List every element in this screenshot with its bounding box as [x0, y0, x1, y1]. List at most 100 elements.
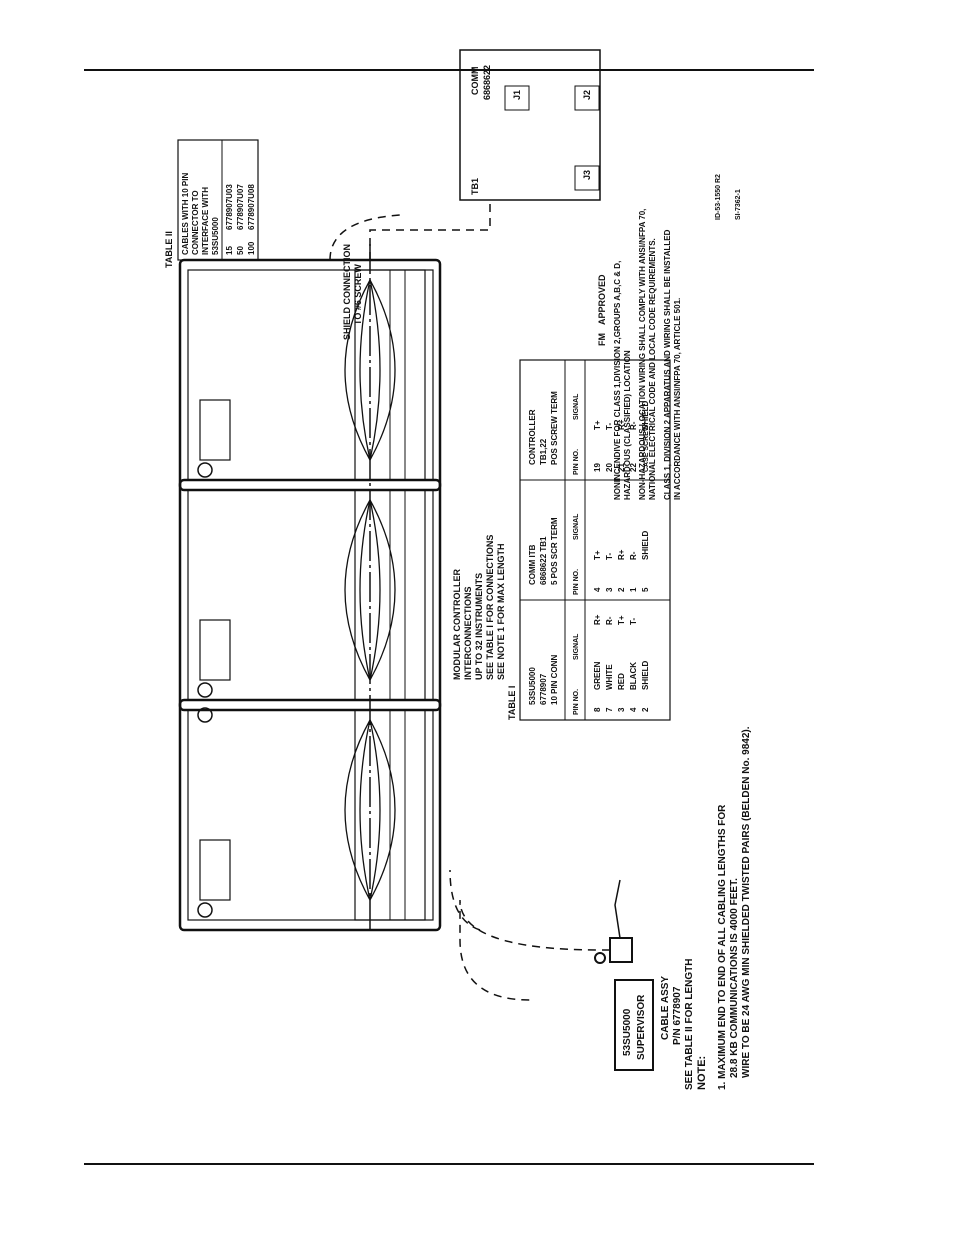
note-line-2: 28.8 KB COMMUNICATIONS IS 4000 FEET.	[729, 878, 740, 1078]
svg-text:R-: R-	[629, 551, 638, 560]
svg-text:RED: RED	[617, 673, 626, 690]
svg-text:21: 21	[617, 463, 626, 472]
svg-text:7: 7	[605, 707, 614, 712]
svg-text:R+: R+	[593, 614, 602, 625]
controller-1	[178, 698, 442, 932]
cable-assy-1: CABLE ASSY	[660, 976, 671, 1040]
svg-text:R-: R-	[629, 421, 638, 430]
svg-text:5: 5	[641, 587, 650, 592]
svg-text:J1: J1	[512, 90, 522, 100]
svg-text:2: 2	[617, 587, 626, 592]
dashed-cable-2	[369, 200, 491, 260]
svg-text:2: 2	[641, 707, 650, 712]
svg-text:GREEN: GREEN	[593, 661, 602, 690]
svg-text:WHITE: WHITE	[605, 664, 614, 690]
svg-text:J2: J2	[582, 90, 592, 100]
svg-text:SIGNAL: SIGNAL	[573, 633, 580, 660]
svg-text:6868622 TB1: 6868622 TB1	[539, 536, 548, 585]
svg-text:R-: R-	[605, 616, 614, 625]
svg-text:20: 20	[605, 463, 614, 472]
svg-text:PIN NO.: PIN NO.	[573, 449, 580, 475]
svg-text:6778907U03: 6778907U03	[225, 184, 234, 230]
svg-text:INTERFACE WITH: INTERFACE WITH	[201, 187, 210, 255]
controller-3	[178, 258, 442, 492]
svg-text:6778907U08: 6778907U08	[247, 184, 256, 230]
wire-bundle-1	[344, 719, 396, 901]
notes-heading: NOTE:	[696, 1056, 708, 1090]
svg-text:COMM ITB: COMM ITB	[528, 544, 537, 585]
fm-approved: APPROVED	[597, 274, 607, 325]
svg-text:SHIELD: SHIELD	[641, 530, 650, 560]
svg-text:T-: T-	[629, 618, 638, 625]
screw-icon	[197, 462, 213, 478]
svg-text:TB1,22: TB1,22	[539, 438, 548, 465]
svg-text:8: 8	[593, 707, 602, 712]
svg-text:T-: T-	[605, 423, 614, 430]
doc-id-1: ID-53-1550 R2	[715, 174, 722, 220]
shield-connection-1: SHIELD CONNECTION	[342, 244, 352, 340]
svg-text:BLACK: BLACK	[629, 662, 638, 690]
table-ii: TABLE II CABLES WITH 10 PIN CONNECTOR TO…	[164, 139, 259, 268]
doc-id-2: SI-7362-1	[735, 189, 742, 220]
svg-text:POS SCREW TERM: POS SCREW TERM	[550, 391, 559, 465]
svg-text:5 POS SCR TERM: 5 POS SCR TERM	[550, 517, 559, 585]
svg-text:CONTROLLER: CONTROLLER	[528, 409, 537, 465]
note-line-1: 1. MAXIMUM END TO END OF ALL CABLING LEN…	[717, 804, 728, 1090]
modular-note-1: MODULAR CONTROLLER	[452, 569, 462, 680]
svg-text:HAZARDOUS (CLASSIFIED) LOCATIO: HAZARDOUS (CLASSIFIED) LOCATION	[623, 350, 632, 500]
bottom-rule	[84, 1163, 814, 1165]
supervisor-box	[614, 979, 654, 1071]
supervisor-label-1: 53SU5000	[622, 1008, 633, 1056]
supervisor-label-2: SUPERVISOR	[636, 994, 647, 1060]
svg-text:CASE SCREW: CASE SCREW	[643, 424, 650, 472]
wire-bundle-3	[344, 279, 396, 461]
svg-text:TB1: TB1	[470, 178, 480, 195]
svg-text:53SU5000: 53SU5000	[528, 667, 537, 705]
cable-assy-2: P/N 6778907	[672, 986, 683, 1045]
svg-text:CONNECTOR TO: CONNECTOR TO	[191, 190, 200, 255]
svg-text:6778907U07: 6778907U07	[236, 184, 245, 230]
modular-note-4: SEE TABLE I FOR CONNECTIONS	[485, 535, 495, 680]
fm-mark: FM	[597, 333, 607, 346]
svg-text:IN ACCORDANCE WITH ANSI/NFPA 7: IN ACCORDANCE WITH ANSI/NFPA 70, ARTICLE…	[673, 298, 682, 500]
svg-text:COMM: COMM	[470, 67, 480, 96]
svg-text:SHIELD: SHIELD	[641, 660, 650, 690]
controller-2	[178, 478, 442, 712]
screw-icon	[197, 682, 213, 698]
svg-text:22: 22	[629, 463, 638, 472]
svg-text:53SU5000: 53SU5000	[211, 217, 220, 255]
svg-text:6868622: 6868622	[482, 65, 492, 100]
table-i-label: TABLE I	[507, 686, 517, 720]
svg-text:NON-HAZARDOUS LOCATION WIRING: NON-HAZARDOUS LOCATION WIRING SHALL COMP…	[638, 209, 647, 500]
svg-text:4: 4	[629, 707, 638, 712]
modular-note-3: UP TO 32 INSTRUMENTS	[474, 573, 484, 680]
note-line-3: WIRE TO BE 24 AWG MIN SHIELDED TWISTED P…	[741, 726, 752, 1078]
table-ii-label: TABLE II	[164, 231, 174, 268]
svg-text:J3: J3	[582, 170, 592, 180]
modular-note-2: INTERCONNECTIONS	[463, 586, 473, 680]
shield-connection-2: TO #6 SCREW	[353, 264, 363, 325]
svg-text:SIGNAL: SIGNAL	[573, 393, 580, 420]
svg-text:15: 15	[225, 246, 234, 255]
svg-text:100: 100	[247, 241, 256, 255]
svg-text:T-: T-	[605, 553, 614, 560]
wire-bundle-2	[344, 499, 396, 681]
svg-text:SHIELD: SHIELD	[641, 400, 650, 430]
svg-text:4: 4	[593, 587, 602, 592]
svg-text:SIGNAL: SIGNAL	[573, 513, 580, 540]
screw-icon	[197, 902, 213, 918]
svg-text:3: 3	[617, 707, 626, 712]
svg-text:PIN NO.: PIN NO.	[573, 569, 580, 595]
svg-text:3: 3	[605, 587, 614, 592]
svg-text:R+: R+	[617, 419, 626, 430]
comm-box: COMM 6868622 TB1 J1 J2 J3	[459, 49, 601, 201]
svg-text:T+: T+	[593, 420, 602, 430]
cable-assy-3: SEE TABLE II FOR LENGTH	[684, 959, 695, 1090]
svg-text:T+: T+	[593, 550, 602, 560]
modular-note-5: SEE NOTE 1 FOR MAX LENGTH	[496, 543, 506, 680]
svg-text:19: 19	[593, 463, 602, 472]
connector-plug	[609, 937, 633, 963]
svg-text:R+: R+	[617, 549, 626, 560]
svg-text:PIN NO.: PIN NO.	[573, 689, 580, 715]
